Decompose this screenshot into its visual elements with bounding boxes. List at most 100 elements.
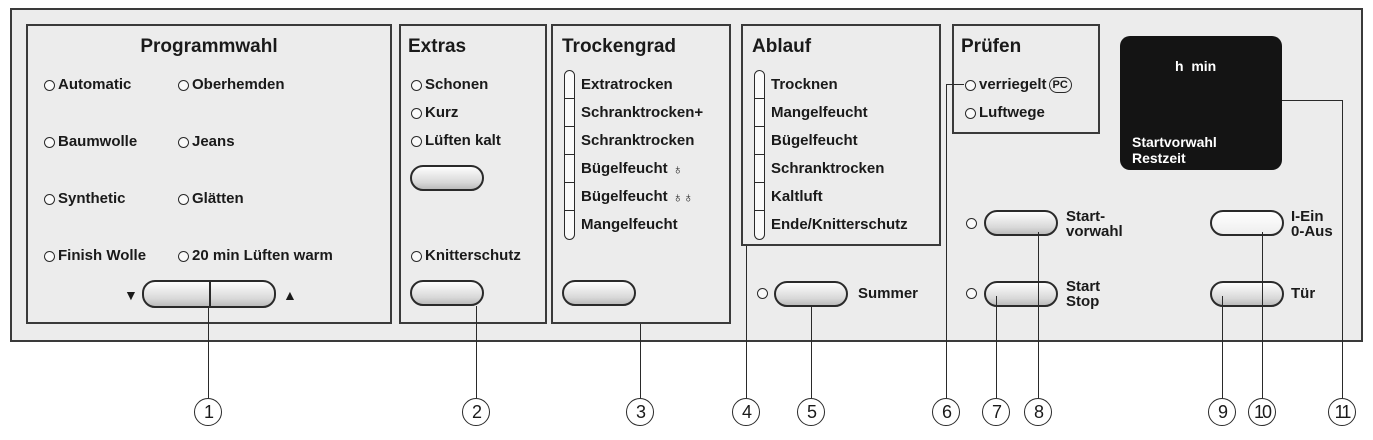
trockengrad-button[interactable]: [562, 280, 636, 306]
leader-line-10: [1262, 232, 1263, 398]
program-selector-button[interactable]: [142, 280, 276, 308]
door-label: Tür: [1291, 285, 1316, 302]
double-water-drop-icon: ♁♁: [672, 189, 694, 205]
led-icon: [411, 250, 422, 262]
summer-button[interactable]: [774, 281, 848, 307]
power-label-2: 0-Aus: [1291, 223, 1333, 240]
pc-badge: PC: [1048, 77, 1072, 93]
leader-line-6: [946, 84, 947, 398]
trockengrad-schranktrocken-plus: Schranktrocken+: [581, 104, 704, 121]
startvorwahl-button[interactable]: [984, 210, 1058, 236]
leader-line-8: [1038, 232, 1039, 398]
trockengrad-buegelfeucht-2: Bügelfeucht♁♁: [581, 188, 694, 205]
led-segment: [565, 127, 574, 155]
callout-10: 10: [1248, 398, 1276, 426]
led-segment: [565, 155, 574, 183]
display-restzeit: Restzeit: [1132, 150, 1186, 166]
callout-8: 8: [1024, 398, 1052, 426]
led-segment: [755, 183, 764, 211]
pruefen-luftwege: Luftwege: [965, 104, 1045, 122]
leader-line-1: [208, 306, 209, 398]
led-icon: [44, 250, 55, 262]
leader-line-4: [746, 246, 747, 398]
callout-7: 7: [982, 398, 1010, 426]
trockengrad-title: Trockengrad: [562, 36, 677, 57]
trockengrad-schranktrocken: Schranktrocken: [581, 132, 695, 149]
ablauf-trocknen: Trocknen: [771, 76, 838, 93]
water-drop-icon: ♁: [672, 161, 684, 177]
pill-divider: [209, 282, 211, 306]
callout-11: 11: [1328, 398, 1356, 426]
trockengrad-group: [551, 24, 731, 324]
leader-line-11: [1342, 100, 1343, 398]
program-synthetic[interactable]: Synthetic: [44, 190, 126, 208]
display-startvorwahl: Startvorwahl: [1132, 134, 1217, 150]
ablauf-led-column: [754, 70, 765, 240]
program-finish-wolle[interactable]: Finish Wolle: [44, 247, 146, 265]
callout-3: 3: [626, 398, 654, 426]
program-group: [26, 24, 392, 324]
extras-knitterschutz[interactable]: Knitterschutz: [411, 247, 521, 265]
led-icon: [178, 193, 189, 205]
callout-5: 5: [797, 398, 825, 426]
led-icon: [411, 79, 422, 91]
led-icon: [44, 193, 55, 205]
knitterschutz-button[interactable]: [410, 280, 484, 306]
pruefen-group: [952, 24, 1100, 134]
leader-line-9: [1222, 296, 1223, 398]
led-icon: [178, 136, 189, 148]
leader-line-3: [640, 324, 641, 398]
leader-line-5: [811, 307, 812, 398]
program-oberhemden[interactable]: Oberhemden: [178, 76, 285, 94]
led-segment: [755, 99, 764, 127]
trockengrad-buegelfeucht-1: Bügelfeucht♁: [581, 160, 684, 177]
ablauf-buegelfeucht: Bügelfeucht: [771, 132, 858, 149]
summer-label: Summer: [858, 285, 919, 302]
leader-line-11-h: [1282, 100, 1342, 101]
extras-schonen[interactable]: Schonen: [411, 76, 488, 94]
led-icon: [965, 107, 976, 119]
time-display: [1120, 36, 1282, 170]
ablauf-title: Ablauf: [752, 36, 812, 57]
led-segment: [755, 211, 764, 239]
trockengrad-extratrocken: Extratrocken: [581, 76, 673, 93]
extras-group: [399, 24, 547, 324]
extras-lueften-kalt[interactable]: Lüften kalt: [411, 132, 501, 150]
led-segment: [565, 211, 574, 239]
trockengrad-mangelfeucht: Mangelfeucht: [581, 216, 678, 233]
extras-kurz[interactable]: Kurz: [411, 104, 458, 122]
startstop-led-icon: [966, 288, 977, 299]
program-baumwolle[interactable]: Baumwolle: [44, 133, 137, 151]
led-icon: [44, 136, 55, 148]
extras-title: Extras: [408, 36, 467, 57]
callout-6: 6: [932, 398, 960, 426]
program-jeans[interactable]: Jeans: [178, 133, 235, 151]
ablauf-group: [741, 24, 941, 246]
led-segment: [755, 71, 764, 99]
led-segment: [565, 71, 574, 99]
startstop-label-2: Stop: [1066, 293, 1100, 310]
arrow-down-icon: ▼: [124, 287, 138, 303]
ablauf-schranktrocken: Schranktrocken: [771, 160, 885, 177]
trockengrad-led-column: [564, 70, 575, 240]
program-automatic[interactable]: Automatic: [44, 76, 131, 94]
pruefen-title: Prüfen: [961, 36, 1022, 57]
led-icon: [411, 107, 422, 119]
display-units: h min: [1175, 58, 1217, 74]
summer-led-icon: [757, 288, 768, 299]
ablauf-kaltluft: Kaltluft: [771, 188, 823, 205]
power-button[interactable]: [1210, 210, 1284, 236]
led-icon: [411, 135, 422, 147]
power-label-1: I-Ein: [1291, 208, 1324, 225]
led-icon: [965, 79, 976, 91]
led-segment: [755, 155, 764, 183]
leader-line-2: [476, 306, 477, 398]
ablauf-ende-knitterschutz: Ende/Knitterschutz: [771, 216, 908, 233]
callout-2: 2: [462, 398, 490, 426]
program-glaetten[interactable]: Glätten: [178, 190, 244, 208]
startvorwahl-label-2: vorwahl: [1066, 223, 1123, 240]
leader-line-6-h: [946, 84, 964, 85]
extras-button[interactable]: [410, 165, 484, 191]
program-20min-lueften[interactable]: 20 min Lüften warm: [178, 247, 333, 265]
